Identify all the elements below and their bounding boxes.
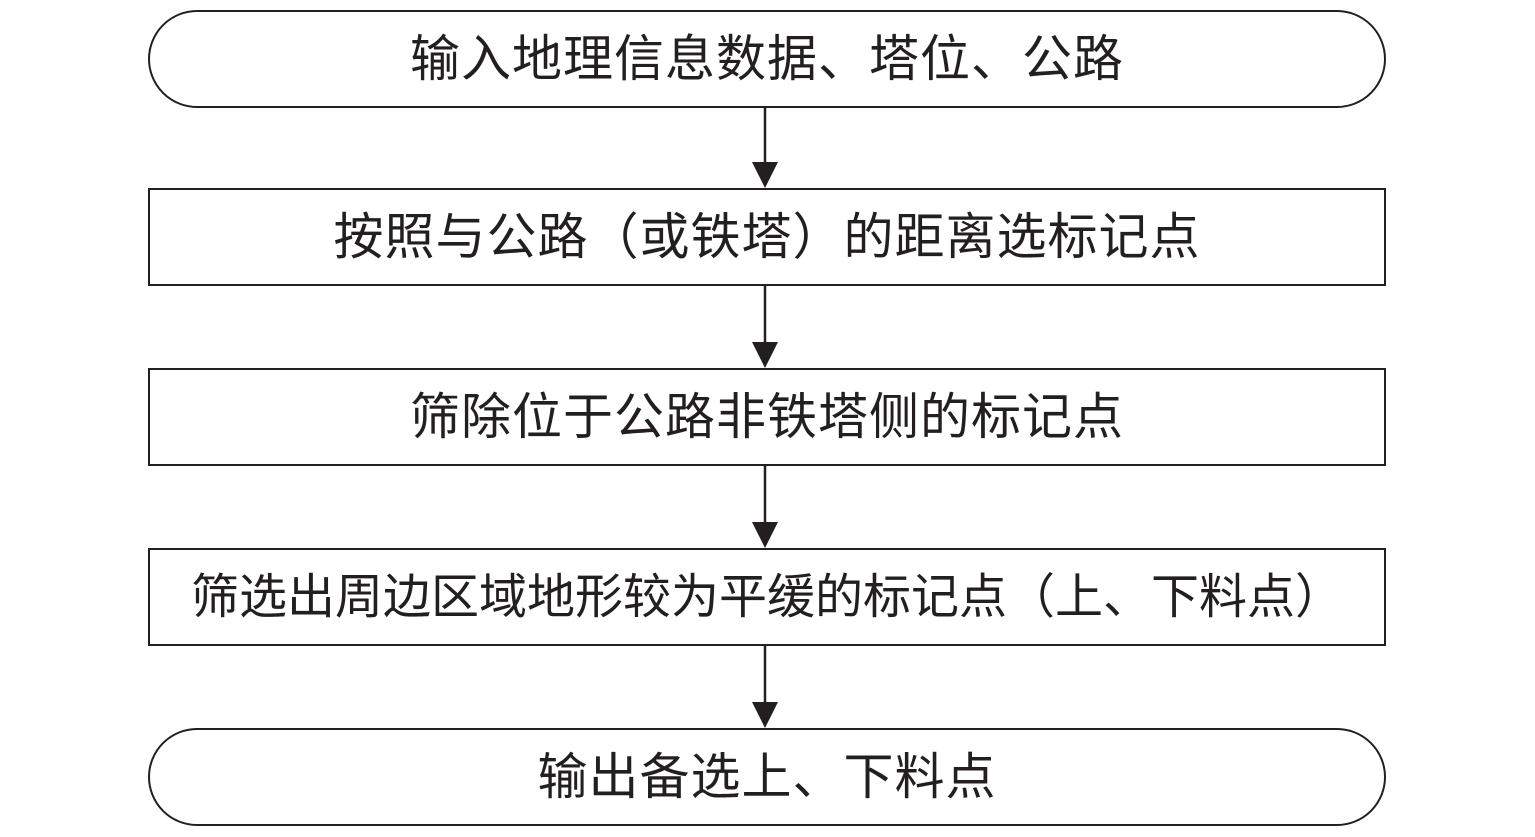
step-2-label: 按照与公路（或铁塔）的距离选标记点 — [333, 208, 1201, 266]
end-terminal-output-points: 输出备选上、下料点 — [148, 728, 1386, 826]
arrow-4-to-5 — [752, 646, 778, 728]
process-filter-non-tower-side: 筛除位于公路非铁塔侧的标记点 — [148, 368, 1386, 466]
step-5-label: 输出备选上、下料点 — [537, 748, 997, 806]
step-1-label: 输入地理信息数据、塔位、公路 — [410, 30, 1124, 88]
start-terminal-input-data: 输入地理信息数据、塔位、公路 — [148, 10, 1386, 108]
arrow-3-to-4 — [752, 466, 778, 548]
arrow-2-to-3 — [752, 286, 778, 368]
process-select-by-distance: 按照与公路（或铁塔）的距离选标记点 — [148, 188, 1386, 286]
step-4-label: 筛选出周边区域地形较为平缓的标记点（上、下料点） — [190, 569, 1343, 625]
arrow-1-to-2 — [752, 108, 778, 188]
step-3-label: 筛除位于公路非铁塔侧的标记点 — [410, 388, 1124, 446]
process-filter-flat-terrain: 筛选出周边区域地形较为平缓的标记点（上、下料点） — [148, 548, 1386, 646]
